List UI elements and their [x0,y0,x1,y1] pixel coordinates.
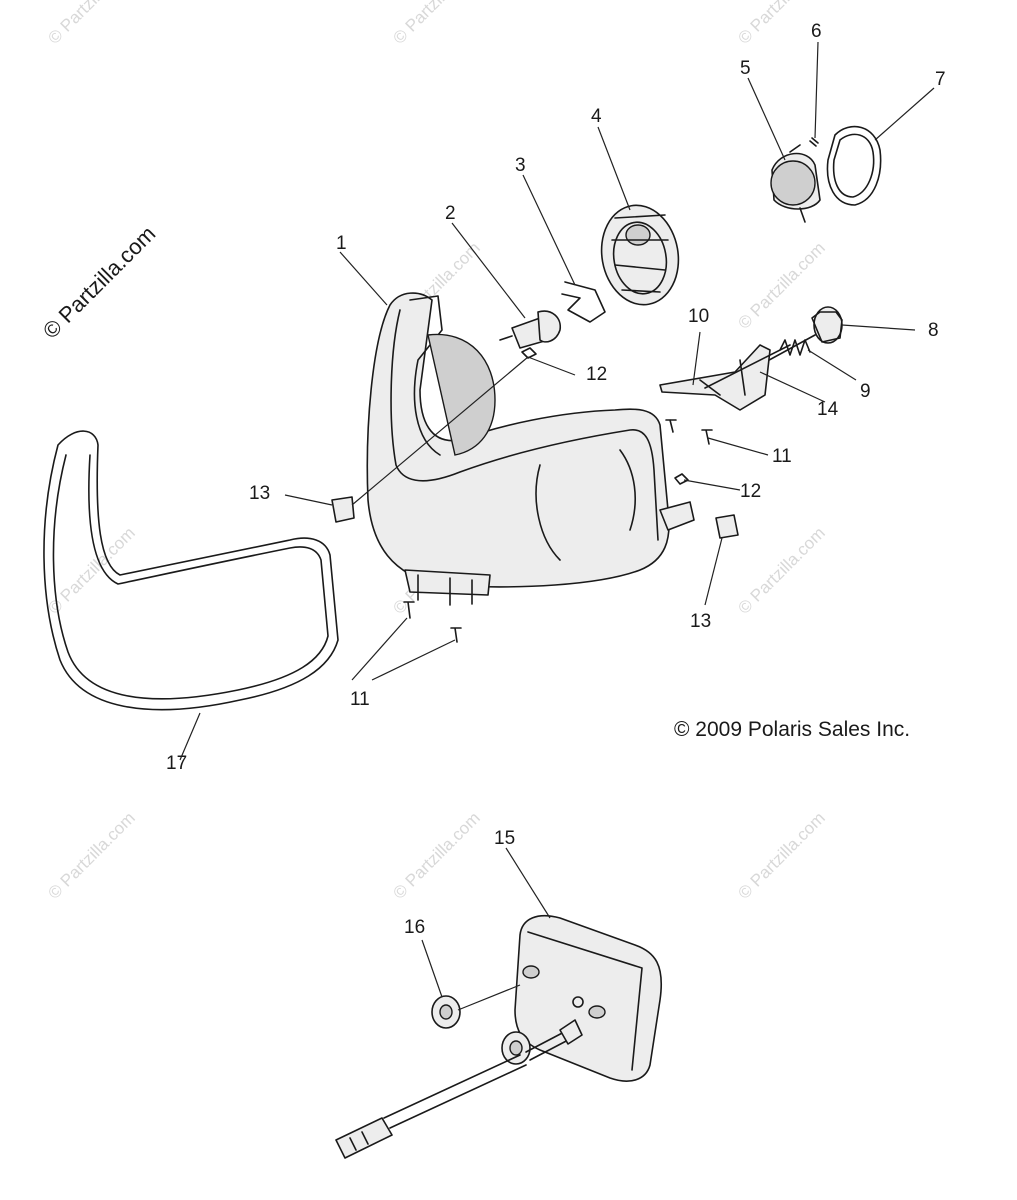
part-4-dust-cover [600,204,680,306]
partzilla-brand-mark: © Partzilla.com [38,221,161,344]
wire-harness [335,1019,583,1159]
watermark: © Partzilla.com [389,0,483,48]
part-8-adjuster-knob [811,306,843,344]
part-2-bulb [499,310,562,349]
watermark: © Partzilla.com [44,808,138,902]
callout-12-top: 12 [586,364,607,385]
callout-14: 14 [817,399,839,420]
watermark: © Partzilla.com [734,808,828,902]
part-16-grommet [431,995,531,1065]
part-10-bracket [659,344,771,411]
callout-6: 6 [811,21,822,42]
part-3-retaining-clip [561,281,606,323]
callout-13-right: 13 [690,611,711,632]
part-1-headlight-housing [366,292,695,606]
callout-7: 7 [935,69,946,90]
part-14-adjuster-screw [704,344,791,389]
watermark: © Partzilla.com [44,0,138,48]
copyright-notice: © 2009 Polaris Sales Inc. [674,718,910,741]
callout-16: 16 [404,917,425,938]
callout-15: 15 [494,828,515,849]
callout-labels: 1 2 3 4 5 6 7 8 9 10 11 11 12 12 13 13 1… [166,21,946,938]
part-17-lens-seal [43,430,339,711]
callout-17: 17 [166,753,187,774]
callout-12-right: 12 [740,481,761,502]
leader-lines [179,41,935,1011]
callout-1: 1 [336,233,347,254]
callout-4: 4 [591,106,602,127]
callout-5: 5 [740,58,751,79]
part-13-clips [331,496,739,539]
part-7-gasket [826,125,882,206]
watermark: © Partzilla.com [389,808,483,902]
callout-13-left: 13 [249,483,270,504]
callout-8: 8 [928,320,939,341]
callout-11-right: 11 [772,446,792,467]
callout-2: 2 [445,203,456,224]
callout-11-bottom: 11 [350,689,370,710]
screws [403,347,713,643]
callout-3: 3 [515,155,526,176]
callout-10: 10 [688,306,709,327]
callout-9: 9 [860,381,871,402]
watermark: © Partzilla.com [734,523,828,617]
part-5-cap [770,144,821,223]
part-6-screw [809,137,819,147]
